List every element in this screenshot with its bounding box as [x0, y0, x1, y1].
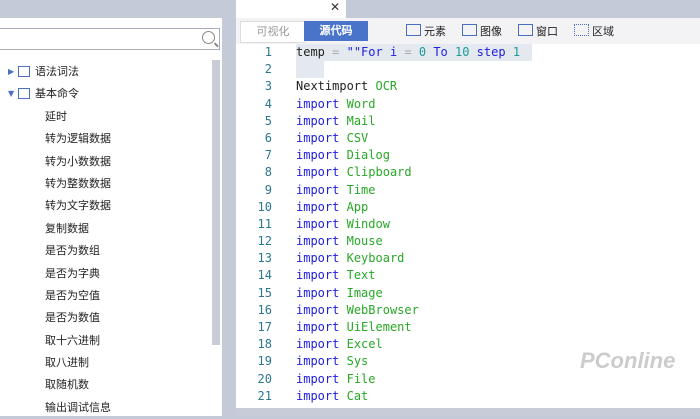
tree-item[interactable]: 复制数据	[45, 221, 89, 235]
vertical-scrollbar[interactable]	[212, 60, 220, 345]
window-pick-icon	[518, 24, 533, 36]
region-button[interactable]: 区域	[574, 23, 614, 39]
toolbar: 可视化 源代码 元素 图像 窗口 区域	[236, 18, 700, 44]
tree-group-syntax[interactable]: ▶语法词法	[0, 61, 210, 83]
tree-item[interactable]: 转为逻辑数据	[45, 132, 111, 146]
element-pick-icon	[406, 24, 421, 36]
element-button[interactable]: 元素	[406, 23, 446, 39]
search-input[interactable]	[0, 28, 220, 50]
tree-item[interactable]: 是否为字典	[45, 266, 100, 280]
tree-item[interactable]: 是否为空值	[45, 288, 100, 302]
close-icon[interactable]: ✕	[329, 0, 340, 14]
syntax-icon	[18, 66, 30, 77]
code-line: 2	[236, 61, 700, 79]
image-button[interactable]: 图像	[462, 23, 502, 39]
command-tree: ▶语法词法 ▼基本命令 延时转为逻辑数据转为小数数据转为整数数据转为文字数据复制…	[0, 61, 210, 419]
tree-item[interactable]: 是否为数组	[45, 244, 100, 258]
search-icon[interactable]	[202, 31, 215, 44]
tree-item[interactable]: 延时	[45, 109, 67, 123]
tree-group-basic[interactable]: ▼基本命令	[0, 83, 210, 105]
collapse-arrow-icon[interactable]: ▼	[8, 89, 15, 99]
window-button[interactable]: 窗口	[518, 23, 558, 39]
tree-item[interactable]: 取八进制	[45, 356, 89, 370]
image-pick-icon	[462, 24, 477, 36]
region-pick-icon	[574, 24, 589, 36]
tree-item[interactable]: 取随机数	[45, 378, 89, 392]
tree-item[interactable]: 转为文字数据	[45, 199, 111, 213]
source-mode-button[interactable]: 源代码	[304, 21, 368, 41]
tree-item[interactable]: 输出调试信息	[45, 400, 111, 414]
tree-item[interactable]: 是否为数值	[45, 311, 100, 325]
editor-tab[interactable]: ✕	[236, 0, 346, 18]
tree-item[interactable]: 转为小数数据	[45, 154, 111, 168]
watermark-logo: PConline	[580, 348, 676, 373]
visual-mode-button[interactable]: 可视化	[240, 21, 306, 43]
expand-arrow-icon[interactable]: ▶	[8, 67, 15, 76]
command-panel: ▶语法词法 ▼基本命令 延时转为逻辑数据转为小数数据转为整数数据转为文字数据复制…	[0, 18, 222, 416]
horizontal-scrollbar[interactable]	[236, 408, 700, 416]
terminal-icon	[18, 88, 30, 100]
tree-item[interactable]: 转为整数数据	[45, 176, 111, 190]
tree-item[interactable]: 取十六进制	[45, 333, 100, 347]
